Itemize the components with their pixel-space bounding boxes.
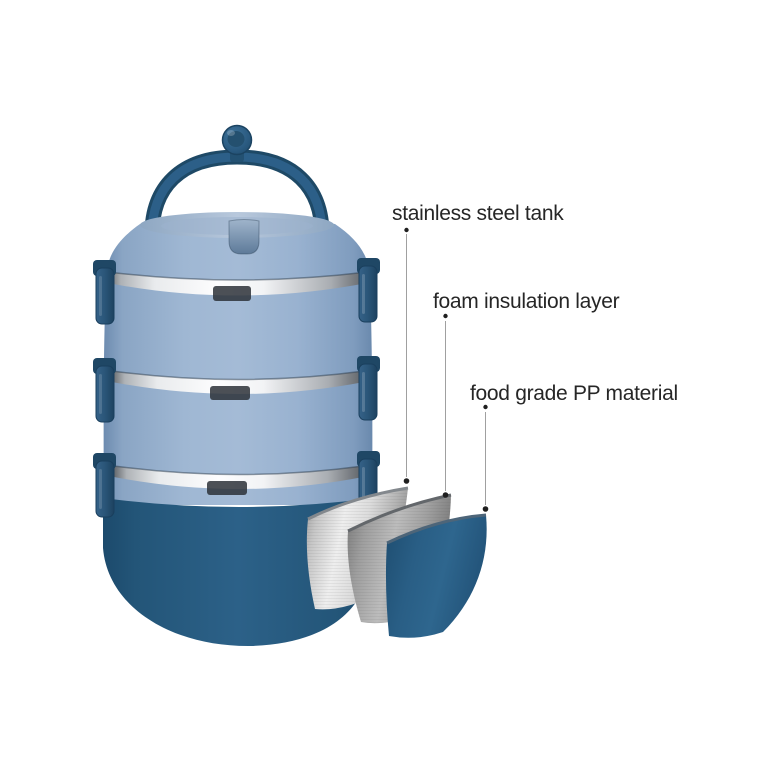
steel-band-3: [113, 465, 364, 495]
leader-dot-1-top: [404, 227, 409, 233]
steel-band-1: [107, 271, 368, 301]
swatch-pp-material-sheet: [385, 513, 487, 638]
clip-left-1: [93, 260, 116, 325]
callout-label-foam-insulation-layer: foam insulation layer: [433, 290, 620, 313]
upper-tiers-body: [103, 212, 373, 505]
leader-dots: [403, 227, 489, 512]
callout-label-food-grade-pp-material: food grade PP material: [470, 382, 678, 405]
steel-band-2: [111, 370, 365, 400]
callout-label-stainless-steel-tank: stainless steel tank: [392, 202, 564, 225]
clip-left-3: [93, 453, 116, 518]
leader-dot-3-bottom: [482, 506, 489, 512]
carry-handle: [144, 124, 330, 248]
leader-lines: [406, 234, 486, 505]
bottom-tier-bowl: [103, 498, 373, 647]
clip-right-2: [357, 356, 380, 421]
clip-left-2: [93, 358, 116, 423]
clip-right-1: [357, 258, 380, 323]
leader-dot-2-bottom: [442, 492, 449, 498]
leader-dot-1-bottom: [403, 478, 410, 484]
leader-dot-2-top: [443, 313, 448, 319]
lid-notch: [228, 219, 260, 255]
leader-dot-3-top: [483, 404, 488, 410]
